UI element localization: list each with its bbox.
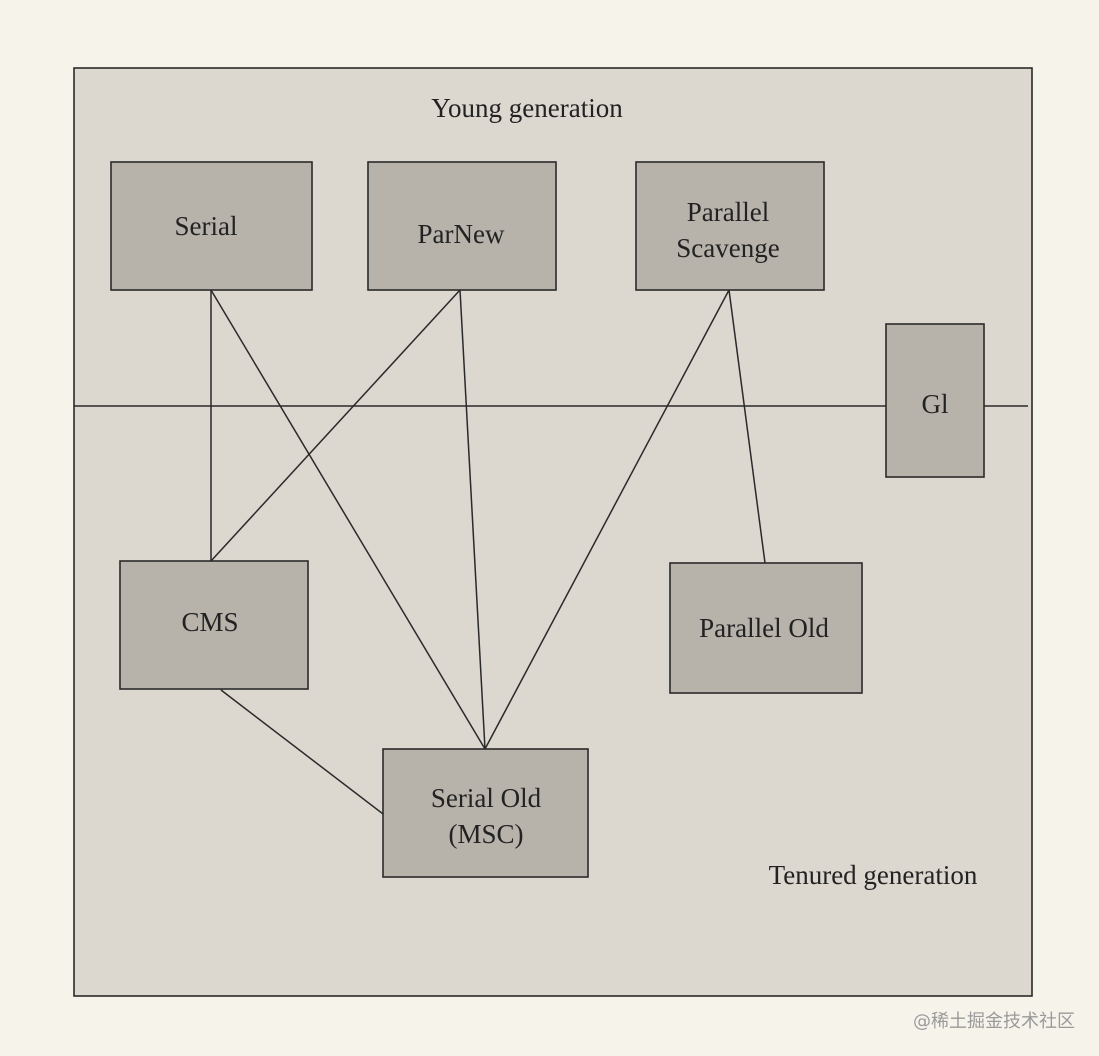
connector-cms-serial-old: [220, 689, 384, 815]
collector-cms: CMS: [119, 560, 309, 690]
collector-g1: Gl: [885, 323, 985, 478]
tenured-generation-label: Tenured generation: [769, 860, 978, 890]
connector-parallel-scavenge-parallel-old: [728, 289, 766, 564]
collector-cms-label: CMS: [181, 607, 238, 637]
collector-serial-old-label-line2: (MSC): [448, 819, 523, 849]
collector-parallel-old-label: Parallel Old: [699, 613, 829, 643]
collector-serial-old-label-line1: Serial Old: [431, 783, 542, 813]
connection-lines: [210, 289, 766, 815]
collector-serial: Serial: [110, 161, 313, 291]
collector-parallel-scavenge-label-line2: Scavenge: [676, 233, 779, 263]
collector-serial-label: Serial: [175, 211, 238, 241]
collector-parallel-scavenge-label-line1: Parallel: [687, 197, 769, 227]
collector-serial-old: Serial Old (MSC): [382, 748, 589, 878]
collector-parnew: ParNew: [367, 161, 557, 291]
young-generation-label: Young generation: [431, 93, 623, 123]
collector-parnew-label: ParNew: [418, 219, 505, 249]
connector-parallel-scavenge-serial-old: [484, 289, 730, 750]
collector-parallel-old: Parallel Old: [669, 562, 863, 694]
connector-serial-serial-old: [210, 289, 486, 750]
collector-g1-label: Gl: [922, 389, 949, 419]
watermark-text: @稀土掘金技术社区: [913, 1011, 1075, 1032]
collector-parallel-scavenge: Parallel Scavenge: [635, 161, 825, 291]
connector-parnew-serial-old: [459, 289, 486, 750]
connector-parnew-cms: [210, 289, 461, 562]
